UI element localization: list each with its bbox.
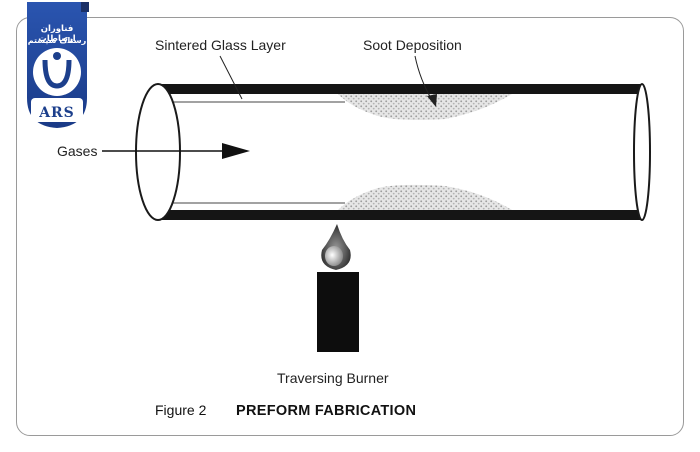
soot-leader — [414, 55, 437, 107]
company-logo: فناوران ارتباطات رستاک سیستم ARS — [25, 2, 89, 130]
soot-deposit-bottom — [338, 184, 512, 210]
figure-title: PREFORM FABRICATION — [236, 403, 416, 419]
soot-deposition-label: Soot Deposition — [363, 37, 462, 53]
gases-arrow — [102, 143, 250, 159]
logo-badge-icon — [27, 2, 89, 128]
figure-number: Figure 2 — [155, 402, 207, 418]
tube-end-left — [135, 83, 181, 221]
logo-ars-mark: ARS — [39, 105, 75, 121]
logo-text-line-1: فناوران ارتباطات — [38, 24, 76, 44]
logo-text-line-2: رستاک سیستم — [27, 36, 87, 45]
gases-label: Gases — [57, 143, 97, 159]
sintered-glass-layer-label: Sintered Glass Layer — [155, 37, 286, 53]
traversing-burner-label: Traversing Burner — [277, 370, 389, 386]
soot-deposit-top — [338, 94, 512, 120]
tube-end-right — [633, 83, 651, 221]
traversing-burner — [317, 224, 359, 352]
sintered-layer-leader — [219, 55, 243, 100]
